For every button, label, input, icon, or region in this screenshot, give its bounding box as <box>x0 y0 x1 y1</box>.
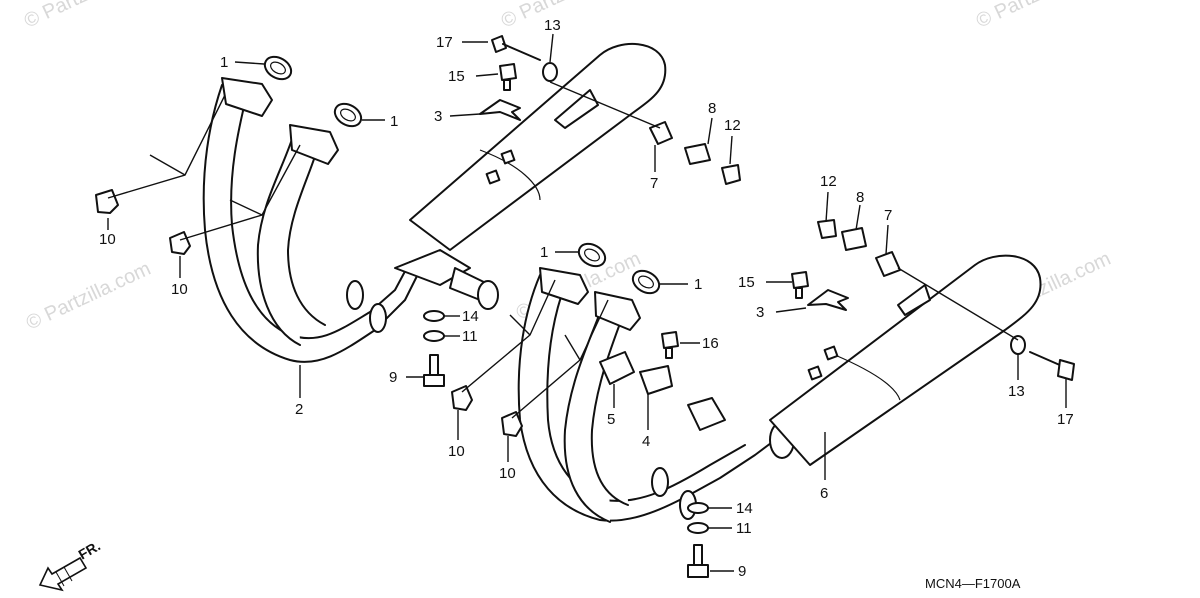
watermark: © Partzilla.com <box>21 0 152 33</box>
label-8: 8 <box>708 100 716 117</box>
gasket[interactable] <box>575 239 609 270</box>
bolt[interactable] <box>1029 351 1075 381</box>
label-1: 1 <box>390 113 398 130</box>
watermark: © Partzilla.com <box>23 258 154 335</box>
label-10: 10 <box>448 443 465 460</box>
watermark: © Partzilla.com <box>973 0 1104 33</box>
flange-nut[interactable] <box>721 164 741 185</box>
label-14: 14 <box>462 308 479 325</box>
washer[interactable] <box>687 522 709 534</box>
label-7: 7 <box>884 207 892 224</box>
muffler-upper[interactable] <box>409 42 667 251</box>
washer[interactable] <box>423 310 445 322</box>
flange-nut[interactable] <box>451 385 473 411</box>
gasket[interactable] <box>331 99 365 130</box>
label-1: 1 <box>220 54 228 71</box>
gasket[interactable] <box>261 52 295 83</box>
muffler-lower[interactable] <box>769 254 1042 466</box>
bolt[interactable] <box>491 35 541 61</box>
label-13: 13 <box>544 17 561 34</box>
label-9: 9 <box>738 563 746 580</box>
flange-bolt[interactable] <box>661 331 679 359</box>
washer[interactable] <box>1010 335 1026 355</box>
label-1: 1 <box>540 244 548 261</box>
label-2: 2 <box>295 401 303 418</box>
label-12: 12 <box>820 173 837 190</box>
label-4: 4 <box>642 433 650 450</box>
label-1: 1 <box>694 276 702 293</box>
gasket[interactable] <box>629 266 663 297</box>
label-3: 3 <box>756 304 764 321</box>
leader-lines <box>107 33 1067 572</box>
collar[interactable] <box>841 227 867 251</box>
label-14: 14 <box>736 500 753 517</box>
label-17: 17 <box>436 34 453 51</box>
label-7: 7 <box>650 175 658 192</box>
flange-nut[interactable] <box>817 219 837 239</box>
label-8: 8 <box>856 189 864 206</box>
label-10: 10 <box>171 281 188 298</box>
label-10: 10 <box>99 231 116 248</box>
label-9: 9 <box>389 369 397 386</box>
stay[interactable] <box>479 99 521 121</box>
exhaust-gasket[interactable] <box>599 351 635 385</box>
part-labels: 1 1 1 1 2 3 3 4 5 6 7 7 8 8 9 9 10 10 10… <box>99 17 1074 580</box>
flange-nut[interactable] <box>95 189 119 214</box>
flange-bolt[interactable] <box>791 271 809 299</box>
label-6: 6 <box>820 485 828 502</box>
label-13: 13 <box>1008 383 1025 400</box>
label-16: 16 <box>702 335 719 352</box>
label-3: 3 <box>434 108 442 125</box>
label-15: 15 <box>738 274 755 291</box>
collar[interactable] <box>684 143 711 165</box>
label-12: 12 <box>724 117 741 134</box>
flange-bolt[interactable] <box>423 354 445 387</box>
label-17: 17 <box>1057 411 1074 428</box>
label-11: 11 <box>736 520 752 537</box>
washer[interactable] <box>687 502 709 514</box>
flange-nut[interactable] <box>169 231 191 255</box>
rubber-mount[interactable] <box>875 251 901 277</box>
exhaust-band[interactable] <box>639 365 673 395</box>
label-15: 15 <box>448 68 465 85</box>
diagram-code: MCN4—F1700A <box>925 576 1021 591</box>
label-11: 11 <box>462 328 478 345</box>
rubber-mount[interactable] <box>649 121 673 145</box>
flange-bolt[interactable] <box>687 544 709 578</box>
flange-bolt[interactable] <box>499 63 517 91</box>
watermark: © Partzilla.com <box>498 0 629 33</box>
label-5: 5 <box>607 411 615 428</box>
washer[interactable] <box>423 330 445 342</box>
washer[interactable] <box>542 62 558 82</box>
label-10: 10 <box>499 465 516 482</box>
stay[interactable] <box>807 289 849 311</box>
exhaust-pipe-left[interactable] <box>202 77 499 363</box>
exhaust-pipe-right[interactable] <box>517 267 795 523</box>
front-arrow-icon <box>38 556 88 592</box>
flange-nut[interactable] <box>501 411 523 437</box>
